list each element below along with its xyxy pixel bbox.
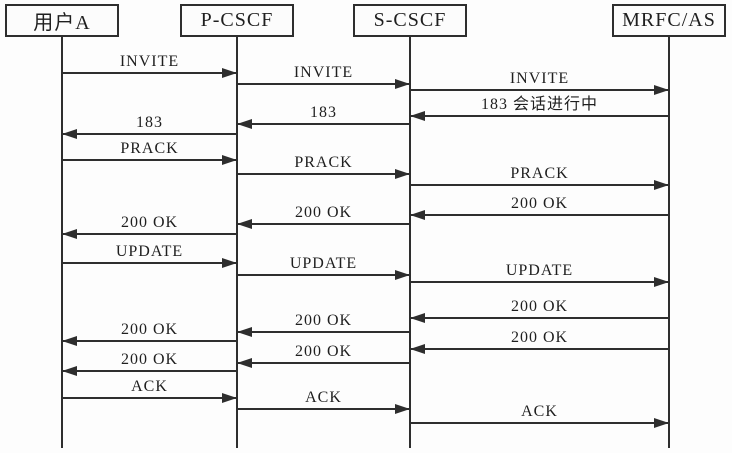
message-line-6 <box>62 159 237 161</box>
arrowhead-icon <box>410 344 425 354</box>
arrowhead-icon <box>62 129 77 139</box>
actor-label-user-a: 用户A <box>33 12 91 34</box>
arrowhead-icon <box>62 336 77 346</box>
arrowhead-icon <box>410 210 425 220</box>
lifeline-user-a <box>61 37 63 448</box>
arrowhead-icon <box>395 404 410 414</box>
arrowhead-icon <box>395 270 410 280</box>
actor-label-p-cscf: P-CSCF <box>200 9 274 31</box>
message-line-11 <box>62 233 237 235</box>
message-line-13 <box>237 274 410 276</box>
arrowhead-icon <box>395 79 410 89</box>
arrowhead-icon <box>410 313 425 323</box>
message-label-14: UPDATE <box>505 262 574 279</box>
message-label-19: 200 OK <box>294 343 353 360</box>
lifeline-mrfc-as <box>668 37 670 448</box>
message-label-9: 200 OK <box>510 195 569 212</box>
message-line-22 <box>237 408 410 410</box>
message-line-12 <box>62 262 237 264</box>
arrowhead-icon <box>654 277 669 287</box>
arrowhead-icon <box>237 119 252 129</box>
arrowhead-icon <box>62 366 77 376</box>
message-line-5 <box>62 133 237 135</box>
message-line-15 <box>410 317 669 319</box>
arrowhead-icon <box>222 68 237 78</box>
actor-box-p-cscf: P-CSCF <box>180 4 294 37</box>
message-label-16: 200 OK <box>294 312 353 329</box>
message-label-1: INVITE <box>293 64 354 81</box>
message-label-3: 183 会话进行中 <box>480 96 599 113</box>
arrowhead-icon <box>222 258 237 268</box>
message-line-20 <box>62 370 237 372</box>
message-line-19 <box>237 362 410 364</box>
arrowhead-icon <box>654 180 669 190</box>
message-line-17 <box>62 340 237 342</box>
message-label-20: 200 OK <box>120 351 179 368</box>
message-label-6: PRACK <box>120 140 179 157</box>
actor-label-mrfc-as: MRFC/AS <box>622 9 716 31</box>
message-label-21: ACK <box>131 378 168 395</box>
message-line-14 <box>410 281 669 283</box>
message-label-8: PRACK <box>510 165 569 182</box>
message-label-10: 200 OK <box>294 204 353 221</box>
message-label-15: 200 OK <box>510 298 569 315</box>
message-line-8 <box>410 184 669 186</box>
lifeline-p-cscf <box>236 37 238 448</box>
message-label-11: 200 OK <box>120 214 179 231</box>
message-line-21 <box>62 397 237 399</box>
message-label-23: ACK <box>521 403 558 420</box>
message-label-5: 183 <box>136 114 163 131</box>
arrowhead-icon <box>237 327 252 337</box>
message-label-2: INVITE <box>509 70 570 87</box>
message-label-0: INVITE <box>119 53 180 70</box>
message-label-22: ACK <box>305 389 342 406</box>
message-label-7: PRACK <box>294 154 353 171</box>
message-label-18: 200 OK <box>510 329 569 346</box>
arrowhead-icon <box>654 85 669 95</box>
actor-label-s-cscf: S-CSCF <box>373 9 447 31</box>
message-label-17: 200 OK <box>120 321 179 338</box>
arrowhead-icon <box>654 418 669 428</box>
arrowhead-icon <box>237 358 252 368</box>
arrowhead-icon <box>222 393 237 403</box>
message-line-18 <box>410 348 669 350</box>
arrowhead-icon <box>237 219 252 229</box>
message-line-2 <box>410 89 669 91</box>
message-line-7 <box>237 173 410 175</box>
message-line-23 <box>410 422 669 424</box>
message-line-16 <box>237 331 410 333</box>
arrowhead-icon <box>62 229 77 239</box>
arrowhead-icon <box>222 155 237 165</box>
message-line-4 <box>237 123 410 125</box>
message-label-12: UPDATE <box>115 243 184 260</box>
arrowhead-icon <box>410 111 425 121</box>
message-label-13: UPDATE <box>289 255 358 272</box>
message-label-4: 183 <box>310 104 337 121</box>
lifeline-s-cscf <box>409 37 411 448</box>
message-line-3 <box>410 115 669 117</box>
actor-box-user-a: 用户A <box>5 4 119 37</box>
message-line-1 <box>237 83 410 85</box>
message-line-10 <box>237 223 410 225</box>
message-line-0 <box>62 72 237 74</box>
message-line-9 <box>410 214 669 216</box>
arrowhead-icon <box>395 169 410 179</box>
actor-box-s-cscf: S-CSCF <box>353 4 467 37</box>
actor-box-mrfc-as: MRFC/AS <box>612 4 726 37</box>
